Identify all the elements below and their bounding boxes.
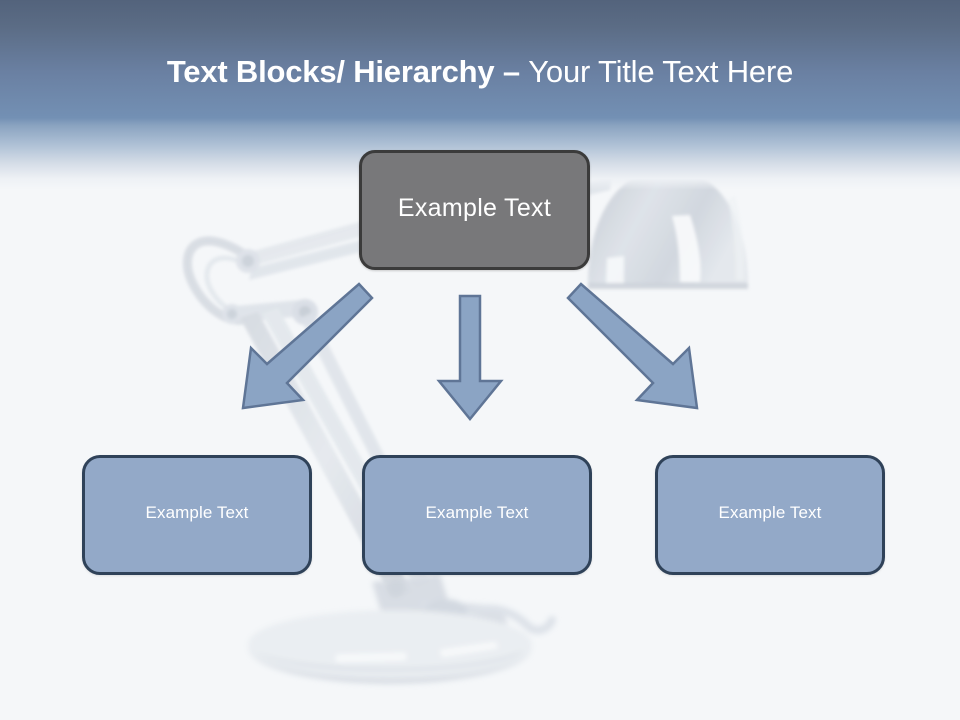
diagram-child-node-2-label: Example Text (425, 503, 529, 522)
arrow-down-left-icon (241, 282, 374, 410)
diagram-child-node-2[interactable]: Example Text (362, 455, 592, 575)
diagram-root-node-label: Example Text (397, 193, 552, 222)
arrow-down-right-icon (566, 282, 699, 410)
diagram-root-node[interactable]: Example Text (359, 150, 590, 270)
diagram-child-node-3-label: Example Text (718, 503, 822, 522)
diagram-child-node-1[interactable]: Example Text (82, 455, 312, 575)
diagram-child-node-1-label: Example Text (145, 503, 249, 522)
diagram-child-node-3[interactable]: Example Text (655, 455, 885, 575)
arrow-down-icon (436, 294, 504, 421)
